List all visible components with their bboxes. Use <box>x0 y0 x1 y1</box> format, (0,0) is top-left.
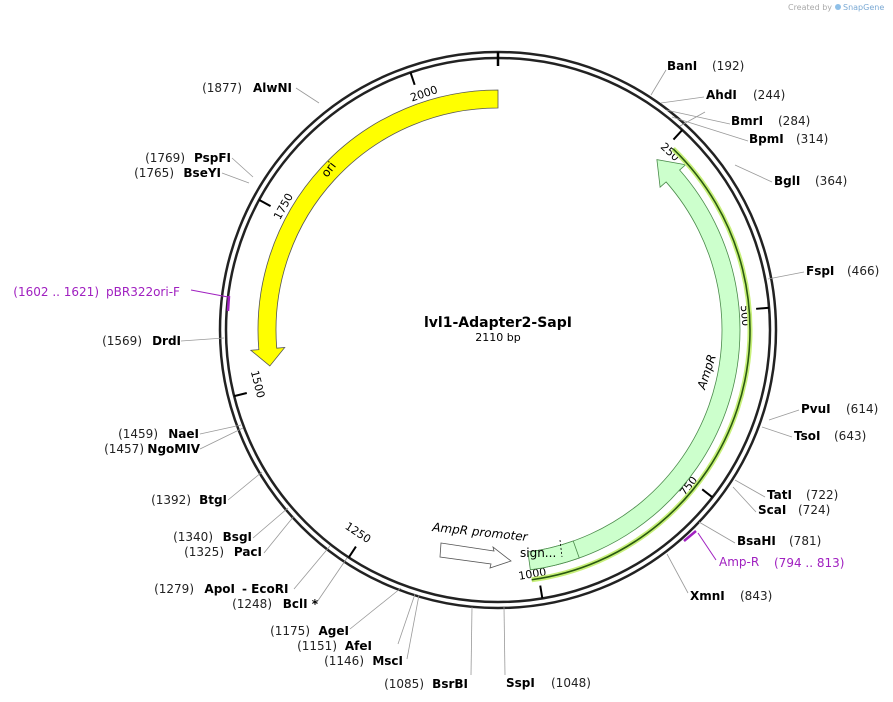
enzyme-apoi-name[interactable]: ApoI <box>204 582 235 596</box>
enzyme-bseyi-name[interactable]: BseYI <box>183 166 221 180</box>
tick-mark-2000 <box>409 72 416 86</box>
signal-divider <box>559 539 563 558</box>
enzyme-agei-name[interactable]: AgeI <box>319 624 349 638</box>
credit-prefix: Created by <box>788 3 832 12</box>
amp-r-name: Amp-R <box>719 555 759 569</box>
enzyme-bsrbi-pos: (1085) <box>384 677 424 691</box>
enzyme-bsgi-pos: (1340) <box>173 530 213 544</box>
tick-mark-1500 <box>233 392 248 398</box>
tick-mark-1000 <box>539 585 544 599</box>
plasmid-length: 2110 bp <box>475 331 520 344</box>
enzyme-bani-name[interactable]: BanI <box>667 59 697 73</box>
enzyme-msci-name[interactable]: MscI <box>372 654 403 668</box>
enzyme-tati-name[interactable]: TatI <box>767 488 792 502</box>
pbr322ori-f-name: pBR322ori-F <box>106 285 180 299</box>
enzyme-paci-pos: (1325) <box>184 545 224 559</box>
amp-r-leader <box>697 532 717 561</box>
enzyme-paci-name[interactable]: PacI <box>234 545 262 559</box>
enzyme-scai-name[interactable]: ScaI <box>758 503 786 517</box>
primer-amp-r[interactable]: Amp-R (794 .. 813) <box>683 530 844 570</box>
enzyme-xmni-pos: (843) <box>740 589 772 603</box>
pbr322ori-f-leader <box>190 289 229 298</box>
ampr-orf-line[interactable] <box>531 148 751 581</box>
enzyme-agei-pos: (1175) <box>270 624 310 638</box>
enzyme-pvui-name[interactable]: PvuI <box>801 402 831 416</box>
tick-label-1500: 1500 <box>248 369 267 399</box>
enzyme-btgi-name[interactable]: BtgI <box>199 493 227 507</box>
enzyme-xmni-name[interactable]: XmnI <box>690 589 725 603</box>
enzyme-alwni-pos: (1877) <box>202 81 242 95</box>
enzyme-tsoi-pos: (643) <box>834 429 866 443</box>
signal-sequence-label: sign... <box>520 546 556 560</box>
tick-mark-750 <box>701 488 714 499</box>
amp-r-primer-mark <box>683 530 697 542</box>
credit-brand: SnapGene <box>843 3 884 12</box>
enzyme-bcli-name[interactable]: BclI * <box>283 597 319 611</box>
enzyme-bgli-pos: (364) <box>815 174 847 188</box>
enzyme-bsrbi-name[interactable]: BsrBI <box>432 677 468 691</box>
enzyme-labels: BanI (192) AhdI (244) BmrI (284) BpmI (3… <box>102 59 879 691</box>
enzyme-naei-pos: (1459) <box>118 427 158 441</box>
tick-label-1250: 1250 <box>343 520 374 546</box>
enzyme-bmri-name[interactable]: BmrI <box>731 114 763 128</box>
enzyme-sspi-name[interactable]: SspI <box>506 676 535 690</box>
enzyme-drdi-name[interactable]: DrdI <box>152 334 181 348</box>
enzyme-leaders <box>180 69 805 676</box>
enzyme-bsahi-pos: (781) <box>789 534 821 548</box>
enzyme-fspi-name[interactable]: FspI <box>806 264 834 278</box>
enzyme-bpmi-name[interactable]: BpmI <box>749 132 784 146</box>
ampr-promoter-arrow[interactable] <box>439 542 512 569</box>
enzyme-msci-pos: (1146) <box>324 654 364 668</box>
enzyme-bpmi-pos: (314) <box>796 132 828 146</box>
ampr-feature-arrow[interactable] <box>534 159 741 570</box>
enzyme-drdi-pos: (1569) <box>102 334 142 348</box>
enzyme-alwni-name[interactable]: AlwNI <box>253 81 292 95</box>
enzyme-ahdi-pos: (244) <box>753 88 785 102</box>
enzyme-naei-name[interactable]: NaeI <box>168 427 199 441</box>
enzyme-ngomiv-name[interactable]: NgoMIV <box>147 442 200 456</box>
ori-feature-arrow[interactable] <box>249 89 499 367</box>
signal-sequence-box[interactable] <box>527 540 580 571</box>
snapgene-logo-icon <box>835 4 841 10</box>
enzyme-tsoi-name[interactable]: TsoI <box>794 429 820 443</box>
enzyme-apoi-pos: (1279) <box>154 582 194 596</box>
plasmid-name: lvl1-Adapter2-SapI <box>424 315 572 331</box>
enzyme-pspfi-pos: (1769) <box>145 151 185 165</box>
tick-mark-500 <box>756 306 770 310</box>
tick-mark-1750 <box>258 199 272 207</box>
enzyme-bmri-pos: (284) <box>778 114 810 128</box>
enzyme-afei-name[interactable]: AfeI <box>345 639 372 653</box>
enzyme-bgli-name[interactable]: BglI <box>774 174 800 188</box>
enzyme-tati-pos: (722) <box>806 488 838 502</box>
enzyme-fspi-pos: (466) <box>847 264 879 278</box>
enzyme-ahdi-name[interactable]: AhdI <box>706 88 737 102</box>
enzyme-pvui-pos: (614) <box>846 402 878 416</box>
enzyme-pspfi-name[interactable]: PspFI <box>194 151 231 165</box>
enzyme-btgi-pos: (1392) <box>151 493 191 507</box>
enzyme-bani-pos: (192) <box>712 59 744 73</box>
enzyme-bcli-pos: (1248) <box>232 597 272 611</box>
enzyme-bsahi-name[interactable]: BsaHI <box>737 534 776 548</box>
tick-mark-250 <box>672 129 684 141</box>
enzyme-bsgi-name[interactable]: BsgI <box>223 530 252 544</box>
amp-r-range: (794 .. 813) <box>774 556 844 570</box>
enzyme-scai-pos: (724) <box>798 503 830 517</box>
enzyme-ecori-name[interactable]: - EcoRI <box>242 582 288 596</box>
enzyme-bseyi-pos: (1765) <box>134 166 174 180</box>
enzyme-sspi-pos: (1048) <box>551 676 591 690</box>
enzyme-ngomiv-pos: (1457) <box>104 442 144 456</box>
enzyme-afei-pos: (1151) <box>297 639 337 653</box>
ampr-promoter-label: AmpR promoter <box>431 520 530 544</box>
tick-mark-1250 <box>347 545 357 558</box>
pbr322ori-f-range: (1602 .. 1621) <box>13 285 99 299</box>
primer-pbr322ori-f[interactable]: (1602 .. 1621) pBR322ori-F <box>13 285 231 312</box>
pbr322ori-f-primer-mark <box>226 295 231 312</box>
